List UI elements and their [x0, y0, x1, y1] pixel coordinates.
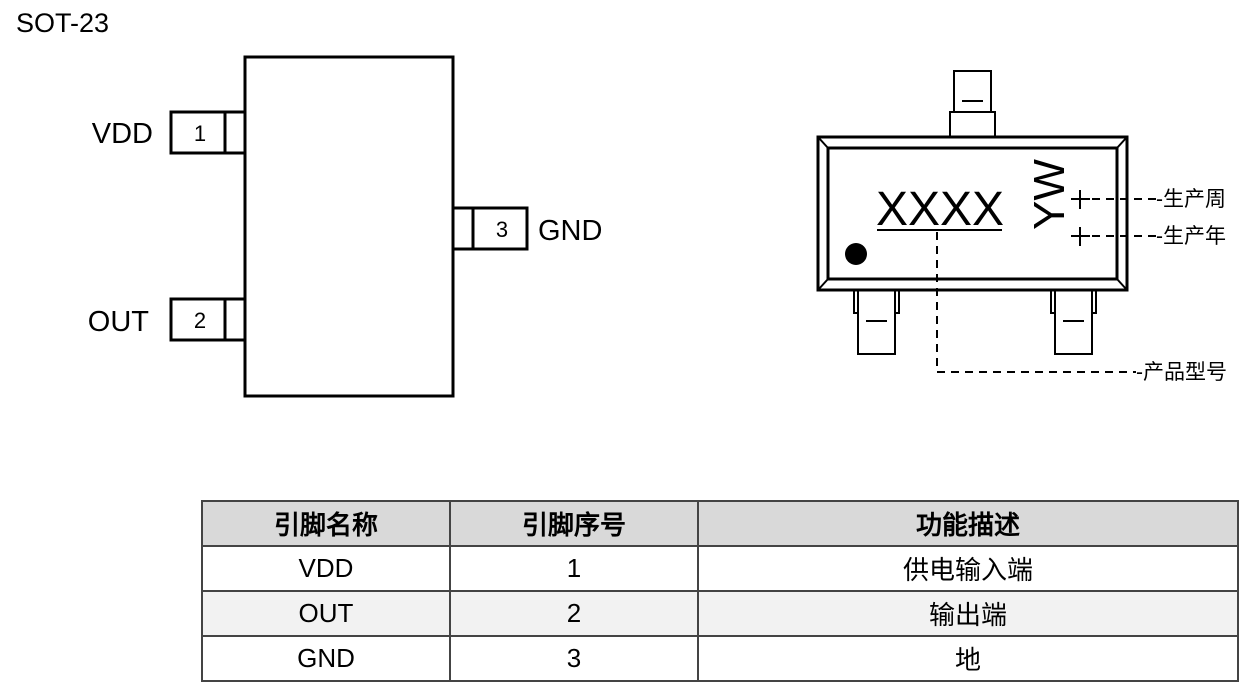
cell-function: 地	[697, 635, 1239, 682]
cell-pin-number: 1	[449, 545, 699, 592]
label-production-year: -生产年	[1156, 225, 1226, 248]
cell-pin-number: 2	[449, 590, 699, 637]
cell-function: 供电输入端	[697, 545, 1239, 592]
cell-pin-name: VDD	[201, 545, 451, 592]
chip-body	[243, 55, 455, 398]
package-body	[816, 135, 1129, 292]
pinout-diagram: 1 VDD 2 OUT 3 GND	[88, 55, 602, 398]
cell-function: 输出端	[697, 590, 1239, 637]
table-row: GND 3 地	[201, 635, 1239, 682]
pin-2: 2 OUT	[88, 297, 247, 342]
pin-label-vdd: VDD	[92, 118, 153, 150]
label-product-model: -产品型号	[1136, 361, 1227, 384]
model-leader-line	[936, 232, 1136, 373]
table-header-row: 引脚名称 引脚序号 功能描述	[201, 500, 1239, 547]
header-pin-number: 引脚序号	[449, 500, 699, 547]
pin-description-table: 引脚名称 引脚序号 功能描述 VDD 1 供电输入端 OUT 2 输出端 GND…	[201, 500, 1239, 682]
pin-label-gnd: GND	[538, 215, 602, 247]
cell-pin-name: GND	[201, 635, 451, 682]
cell-pin-name: OUT	[201, 590, 451, 637]
pin-number-2: 2	[194, 308, 206, 333]
package-marking-diagram: XXXX YW -生产周 -生产年 -产品型号	[816, 70, 1227, 384]
table-row: VDD 1 供电输入端	[201, 545, 1239, 592]
bottom-right-lead	[1050, 289, 1097, 355]
top-lead	[949, 70, 996, 138]
pin1-dot	[845, 243, 867, 265]
marking-text: XXXX	[876, 183, 1004, 236]
pin-1: 1 VDD	[92, 110, 247, 155]
bottom-left-lead	[853, 289, 900, 355]
cell-pin-number: 3	[449, 635, 699, 682]
package-title: SOT-23	[16, 8, 110, 38]
pin-label-out: OUT	[88, 306, 150, 338]
label-production-week: -生产周	[1156, 188, 1226, 211]
header-function: 功能描述	[697, 500, 1239, 547]
pin-number-1: 1	[194, 121, 206, 146]
header-pin-name: 引脚名称	[201, 500, 451, 547]
table-row: OUT 2 输出端	[201, 590, 1239, 637]
pin-3: 3 GND	[451, 206, 602, 251]
pin-number-3: 3	[496, 217, 508, 242]
package-diagram: 1 VDD 2 OUT 3 GND	[88, 55, 1227, 398]
date-code-text: YW	[1025, 159, 1074, 230]
